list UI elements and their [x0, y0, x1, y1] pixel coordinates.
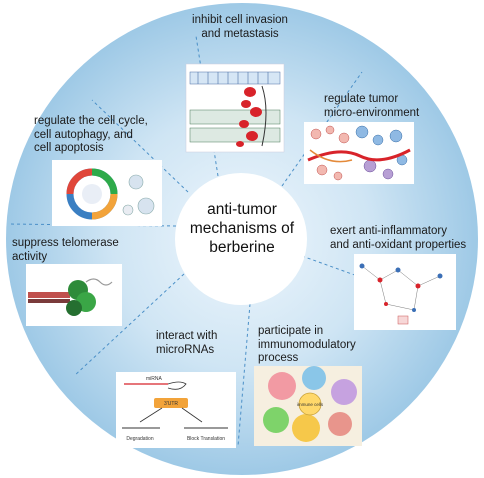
label-immuno: participate in immunomodulatory process	[258, 325, 356, 366]
block-translation-label: Block Translation	[187, 436, 225, 442]
microenv-thumbnail	[304, 122, 414, 184]
center-line-2: mechanisms of	[189, 220, 295, 237]
center-line-1: anti-tumor	[207, 201, 277, 218]
center-line-3: berberine	[209, 239, 275, 256]
microrna-thumbnail: miRNA 3'UTR Degradation Block Translatio…	[116, 372, 236, 448]
label-microenv: regulate tumor micro-environment	[324, 93, 419, 120]
center-circle	[175, 173, 307, 305]
label-inflammatory: exert anti-inflammatory and anti-oxidant…	[330, 225, 466, 252]
mirna-label: miRNA	[146, 376, 162, 382]
immuno-core-label: immune cells	[297, 402, 324, 407]
mirna-target-label: 3'UTR	[164, 401, 178, 407]
label-cellcycle-line-2: cell autophagy, and	[34, 128, 133, 141]
divider-2	[281, 71, 363, 187]
immuno-thumbnail: immune cells	[254, 366, 362, 446]
inflammatory-thumbnail	[354, 254, 456, 330]
invasion-thumbnail	[185, 63, 285, 153]
label-telomerase-line-2: activity	[12, 250, 48, 263]
label-cellcycle: regulate the cell cycle, cell autophagy,…	[34, 115, 148, 156]
label-inflammatory-line-1: exert anti-inflammatory	[330, 225, 447, 237]
center-title: anti-tumor mechanisms of berberine	[178, 200, 306, 257]
label-immuno-line-1: participate in	[258, 325, 324, 337]
label-invasion: inhibit cell invasion and metastasis	[178, 14, 302, 41]
label-telomerase: suppress telomerase activity	[12, 237, 119, 264]
label-inflammatory-line-2: and anti-oxidant properties	[330, 238, 467, 251]
degradation-label: Degradation	[126, 436, 153, 442]
telomerase-thumbnail	[26, 264, 122, 326]
cellcycle-thumbnail	[52, 160, 162, 226]
divider-7	[91, 99, 189, 193]
label-micrornas-line-2: microRNAs	[156, 343, 215, 356]
label-immuno-line-2: immunomodulatory	[258, 338, 356, 351]
label-microenv-line-1: regulate tumor	[324, 93, 399, 105]
divider-5	[73, 273, 185, 377]
label-invasion-line-2: and metastasis	[201, 27, 279, 40]
label-telomerase-line-1: suppress telomerase	[12, 237, 119, 249]
label-micrornas-line-1: interact with	[156, 330, 218, 342]
label-invasion-line-1: inhibit cell invasion	[192, 14, 288, 26]
label-cellcycle-line-3: cell apoptosis	[34, 142, 104, 154]
label-micrornas: interact with microRNAs	[156, 330, 217, 357]
label-microenv-line-2: micro-environment	[324, 106, 420, 119]
label-immuno-line-3: process	[258, 352, 299, 364]
label-cellcycle-line-1: regulate the cell cycle,	[34, 115, 148, 127]
